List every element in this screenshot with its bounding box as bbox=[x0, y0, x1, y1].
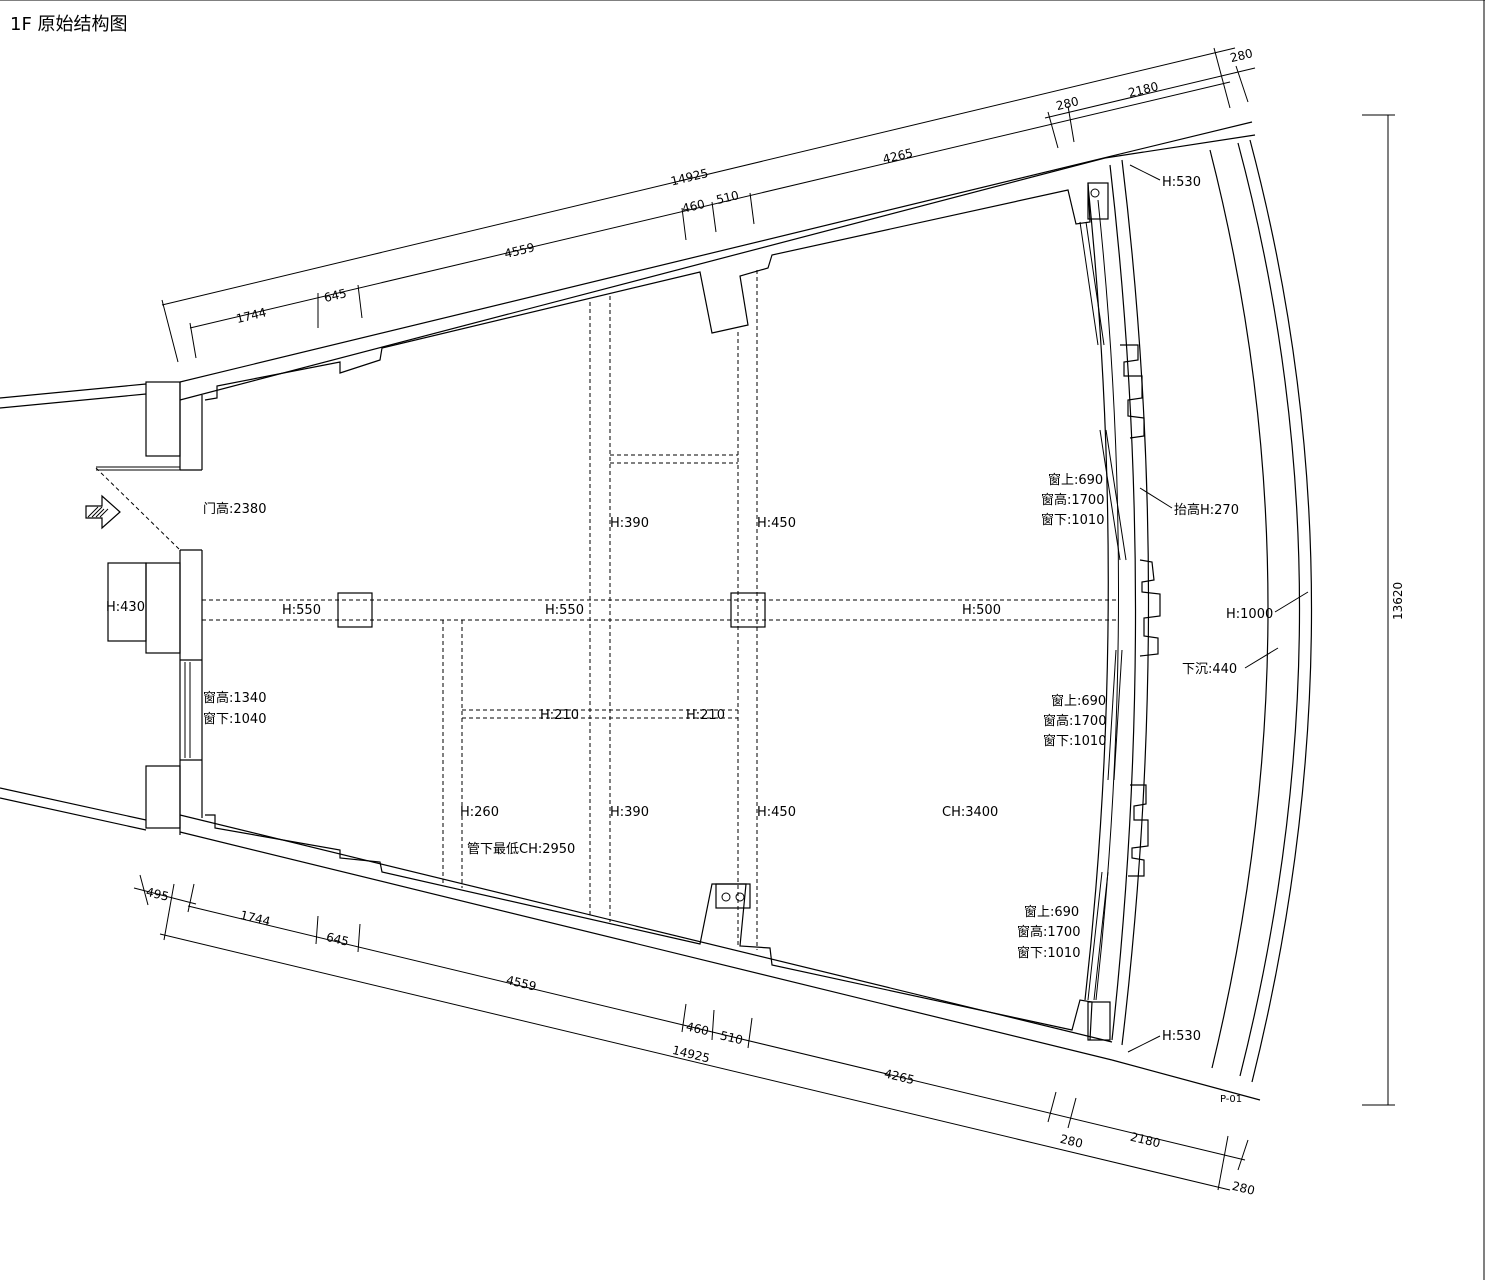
dim-bot-645: 645 bbox=[325, 930, 351, 949]
annotations: 门高:2380 H:430 H:550 H:550 H:500 H:390 H:… bbox=[106, 175, 1273, 1105]
pipe-min-label: 管下最低CH:2950 bbox=[467, 842, 575, 857]
window3-height-label: 窗高:1700 bbox=[1017, 924, 1080, 940]
dim-top-2180: 2180 bbox=[1127, 79, 1160, 100]
h450-bottom-label: H:450 bbox=[757, 805, 796, 820]
window2-height-label: 窗高:1700 bbox=[1043, 713, 1106, 729]
dim-bot-460: 460 bbox=[685, 1019, 711, 1038]
h550-left-label: H:550 bbox=[282, 603, 321, 618]
dim-bot-1744: 1744 bbox=[239, 908, 272, 929]
dim-bot-280b: 280 bbox=[1231, 1179, 1257, 1198]
h210-left-label: H:210 bbox=[540, 708, 579, 723]
dim-top-645: 645 bbox=[323, 286, 349, 305]
h500-label: H:500 bbox=[962, 603, 1001, 618]
dim-top-4265: 4265 bbox=[881, 146, 914, 167]
sheet-number: P-01 bbox=[1220, 1094, 1242, 1105]
h390-bottom-label: H:390 bbox=[610, 805, 649, 820]
dim-top-510: 510 bbox=[715, 188, 741, 207]
window1-top-label: 窗上:690 bbox=[1048, 472, 1103, 488]
dimension-text: 1744 645 4559 460 510 14925 4265 280 218… bbox=[145, 46, 1405, 1198]
h260-label: H:260 bbox=[460, 805, 499, 820]
left-window-sill-label: 窗下:1040 bbox=[203, 711, 266, 727]
window2-top-label: 窗上:690 bbox=[1051, 693, 1106, 709]
window2-sill-label: 窗下:1010 bbox=[1043, 733, 1106, 749]
window1-height-label: 窗高:1700 bbox=[1041, 492, 1104, 508]
sink-label: 下沉:440 bbox=[1182, 662, 1237, 677]
h1000-label: H:1000 bbox=[1226, 607, 1273, 622]
dim-top-4559: 4559 bbox=[503, 240, 536, 261]
dimension-lines bbox=[133, 47, 1395, 1191]
h530-bottom-label: H:530 bbox=[1162, 1029, 1201, 1044]
column-center bbox=[730, 592, 766, 628]
window3-sill-label: 窗下:1010 bbox=[1017, 945, 1080, 961]
curved-facade bbox=[1079, 139, 1313, 1083]
h530-top-label: H:530 bbox=[1162, 175, 1201, 190]
drawing-title: 1F 原始结构图 bbox=[10, 14, 128, 35]
beams bbox=[202, 270, 1116, 950]
dim-top-460: 460 bbox=[681, 197, 707, 216]
h210-right-label: H:210 bbox=[686, 708, 725, 723]
pipe-icon bbox=[735, 892, 745, 902]
h550-mid-label: H:550 bbox=[545, 603, 584, 618]
left-window-height-label: 窗高:1340 bbox=[203, 690, 266, 706]
dim-bot-4559: 4559 bbox=[505, 973, 538, 994]
raise-label: 抬高H:270 bbox=[1174, 502, 1239, 518]
pipe-icon bbox=[721, 892, 731, 902]
dim-bot-4265: 4265 bbox=[883, 1066, 916, 1087]
dim-top-280a: 280 bbox=[1055, 94, 1081, 113]
h450-top-label: H:450 bbox=[757, 516, 796, 531]
dim-bot-495: 495 bbox=[145, 885, 171, 904]
pipe-box bbox=[715, 883, 751, 909]
window1-sill-label: 窗下:1010 bbox=[1041, 512, 1104, 528]
dim-bot-2180: 2180 bbox=[1129, 1130, 1162, 1151]
outer-walls bbox=[0, 121, 1261, 1101]
column-left bbox=[337, 592, 373, 628]
h390-top-label: H:390 bbox=[610, 516, 649, 531]
entry-arrow-icon bbox=[85, 494, 121, 530]
dim-top-280b: 280 bbox=[1229, 46, 1255, 65]
dim-bot-510: 510 bbox=[719, 1028, 745, 1047]
dim-right-13620: 13620 bbox=[1391, 582, 1405, 620]
h430-label: H:430 bbox=[106, 600, 145, 615]
window3-top-label: 窗上:690 bbox=[1024, 904, 1079, 920]
door-height-label: 门高:2380 bbox=[203, 501, 266, 517]
dim-bot-14925: 14925 bbox=[671, 1043, 711, 1066]
ch3400-label: CH:3400 bbox=[942, 805, 998, 820]
dim-top-14925: 14925 bbox=[669, 166, 709, 189]
dim-top-1744: 1744 bbox=[235, 305, 268, 326]
dim-bot-280a: 280 bbox=[1059, 1132, 1085, 1151]
